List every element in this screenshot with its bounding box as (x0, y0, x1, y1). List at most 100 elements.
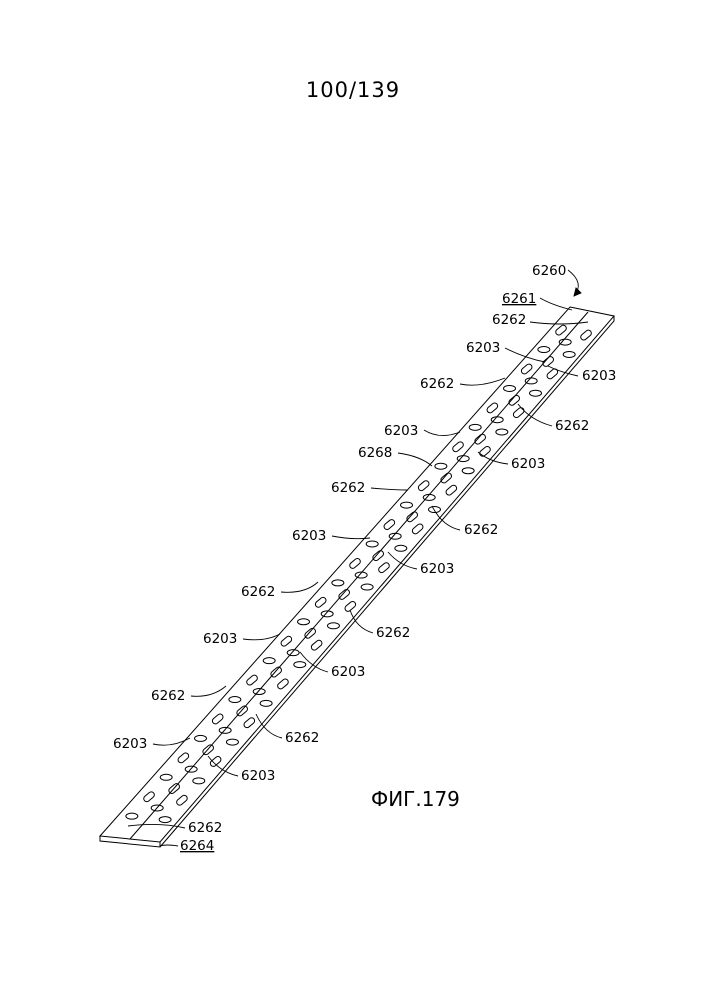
leader-6262 (191, 686, 226, 696)
cavity-slot (143, 791, 156, 803)
label-6268: 6268 (358, 445, 392, 461)
leader-6203 (424, 430, 460, 436)
label-6203: 6203 (420, 561, 454, 577)
cavity-oval (195, 735, 207, 741)
label-6203: 6203 (582, 368, 616, 384)
cavity-slot (177, 752, 190, 764)
cavity-rows (126, 324, 593, 823)
cavity-slot (512, 406, 525, 418)
label-6264: 6264 (180, 838, 214, 854)
label-6260: 6260 (532, 263, 566, 279)
label-6203: 6203 (113, 736, 147, 752)
leader-6268 (398, 453, 432, 466)
cavity-oval (462, 468, 474, 474)
cavity-oval (491, 417, 503, 423)
label-6262: 6262 (555, 418, 589, 434)
cavity-slot (406, 511, 419, 523)
cavity-slot (243, 717, 256, 729)
cavity-slot (304, 627, 317, 639)
cavity-slot (245, 674, 258, 686)
cavity-slot (338, 588, 351, 600)
leader-6262 (281, 582, 318, 592)
label-6262: 6262 (492, 312, 526, 328)
cavity-oval (294, 662, 306, 668)
leader-6203 (478, 452, 508, 464)
label-6262: 6262 (241, 584, 275, 600)
cavity-slot (377, 562, 390, 574)
cavity-oval (395, 545, 407, 551)
cavity-oval (126, 813, 138, 819)
cavity-oval (226, 739, 238, 745)
cavity-oval (530, 390, 542, 396)
cavity-oval (538, 347, 550, 353)
label-6262: 6262 (188, 820, 222, 836)
cavity-oval (193, 778, 205, 784)
cavity-slot (579, 329, 592, 341)
cavity-oval (401, 502, 413, 508)
cavity-slot (310, 639, 323, 651)
leader-6203 (332, 536, 370, 539)
label-6262: 6262 (420, 376, 454, 392)
cavity-oval (332, 580, 344, 586)
cavity-oval (469, 424, 481, 430)
cavity-slot (451, 441, 464, 453)
label-6262: 6262 (376, 625, 410, 641)
leader-6264 (160, 845, 178, 846)
cavity-slot (211, 713, 224, 725)
strip-top-face (100, 307, 614, 842)
strip-centerline (130, 312, 588, 839)
cavity-slot (486, 402, 499, 414)
cavity-oval (263, 658, 275, 664)
label-6262: 6262 (285, 730, 319, 746)
cavity-slot (440, 472, 453, 484)
cavity-oval (253, 689, 265, 695)
cavity-oval (160, 774, 172, 780)
cavity-oval (298, 619, 310, 625)
label-6203: 6203 (331, 664, 365, 680)
cavity-oval (260, 700, 272, 706)
label-6203: 6203 (241, 768, 275, 784)
cavity-slot (372, 549, 385, 561)
cavity-slot (474, 433, 487, 445)
cavity-oval (366, 541, 378, 547)
cavity-oval (496, 429, 508, 435)
cavity-oval (559, 339, 571, 345)
cavity-oval (504, 385, 516, 391)
cavity-oval (159, 817, 171, 823)
cavity-slot (280, 635, 293, 647)
cavity-oval (435, 463, 447, 469)
label-6203: 6203 (292, 528, 326, 544)
cavity-slot (478, 445, 491, 457)
leader-6203 (505, 348, 545, 362)
leader-6262 (460, 378, 505, 385)
cavity-oval (219, 727, 231, 733)
cavity-slot (270, 666, 283, 678)
label-6203: 6203 (466, 340, 500, 356)
label-6203: 6203 (203, 631, 237, 647)
cavity-slot (276, 678, 289, 690)
cavity-slot (554, 324, 567, 336)
cavity-oval (428, 507, 440, 513)
cavity-oval (563, 351, 575, 357)
cavity-slot (411, 523, 424, 535)
label-6262: 6262 (464, 522, 498, 538)
cavity-slot (417, 480, 430, 492)
cavity-slot (520, 363, 533, 375)
label-6262: 6262 (151, 688, 185, 704)
label-6261: 6261 (502, 291, 536, 307)
reference-labels: 6260 6261 6262 6203 6203 6262 6262 6203 6268 6203… (113, 263, 616, 854)
cavity-slot (236, 705, 249, 717)
cavity-oval (457, 456, 469, 462)
label-6262: 6262 (331, 480, 365, 496)
arrow-head-icon (574, 288, 581, 296)
cavity-slot (445, 484, 458, 496)
cavity-slot (314, 596, 327, 608)
cavity-slot (175, 794, 188, 806)
cavity-oval (525, 378, 537, 384)
label-6203: 6203 (384, 423, 418, 439)
label-6203: 6203 (511, 456, 545, 472)
cavity-slot (348, 557, 361, 569)
figure-label: ФИГ.179 (371, 787, 460, 811)
leader-6262 (371, 488, 408, 490)
